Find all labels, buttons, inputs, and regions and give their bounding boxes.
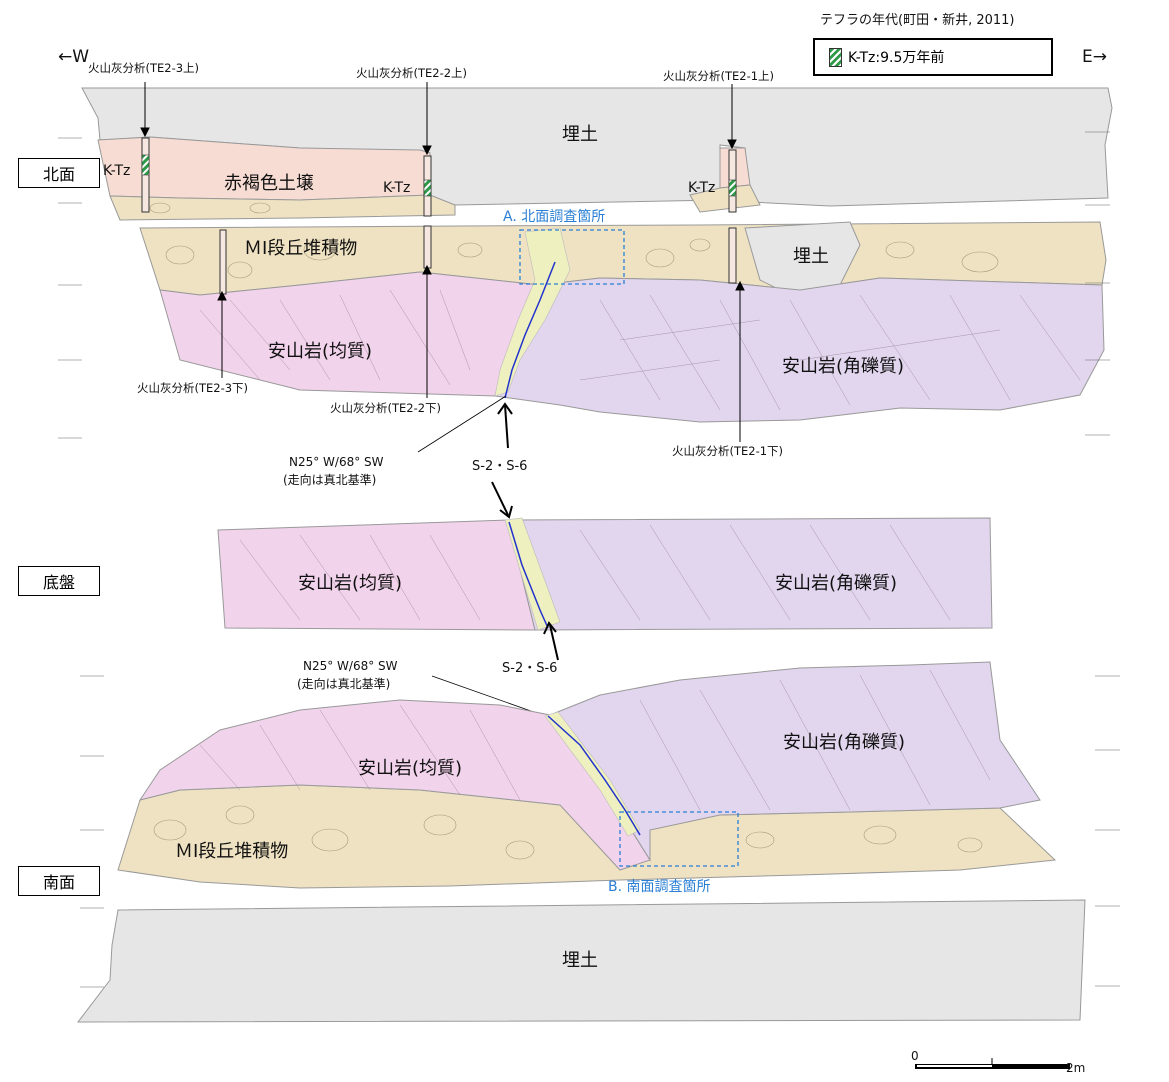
base-andesite-brecciated	[507, 517, 993, 631]
north-upper-gravel	[109, 194, 456, 221]
section-label-south: 南面	[18, 866, 100, 896]
tephra-label-te2-2: K-Tz	[383, 180, 410, 196]
survey-box-south	[619, 811, 739, 867]
tephra-swatch-icon	[829, 47, 842, 67]
north-gravel-texture	[149, 202, 999, 279]
south-fault-zone	[544, 711, 641, 837]
north-andesite-brecciated	[494, 277, 1105, 423]
south-fill-layer	[76, 899, 1086, 1023]
unit-red-soil-north: 赤褐色土壌	[224, 173, 314, 194]
south-andesite-brecciated	[549, 661, 1041, 862]
unit-andesite-homogeneous-south: 安山岩(均質)	[358, 758, 462, 779]
tephra-label-te2-3: K-Tz	[103, 163, 130, 179]
ash-label-te2-1-bottom: 火山灰分析(TE2-1下)	[672, 444, 783, 458]
section-label-base: 底盤	[18, 566, 100, 596]
ash-label-te2-2-top: 火山灰分析(TE2-2上)	[356, 66, 467, 80]
tephra-mark-te2-1	[728, 179, 737, 197]
unit-fill-south: 埋土	[562, 950, 598, 971]
section-label-north-text: 北面	[42, 165, 75, 184]
unit-andesite-homogeneous-north: 安山岩(均質)	[268, 341, 372, 362]
attitude-leader-south	[431, 675, 546, 717]
unit-andesite-brecciated-north: 安山岩(角礫質)	[782, 356, 904, 377]
sample-arrows	[140, 82, 745, 442]
sample-column-te2-1-lower	[728, 227, 737, 284]
ash-label-te2-1-top: 火山灰分析(TE2-1上)	[663, 69, 774, 83]
ash-label-te2-3-top: 火山灰分析(TE2-3上)	[88, 61, 199, 75]
fault-name-north: S-2・S-6	[472, 459, 527, 474]
elevation-ticks-south	[80, 675, 1120, 988]
elevation-ticks-north	[58, 131, 1110, 439]
survey-label-south: B. 南面調査箇所	[608, 878, 711, 895]
tephra-mark-te2-3	[141, 154, 150, 176]
base-fault-line	[508, 521, 549, 629]
south-gravel-texture	[153, 805, 983, 860]
tephra-mark-te2-2	[423, 179, 432, 197]
unit-fill-north-patch: 埋土	[793, 246, 829, 267]
unit-andesite-brecciated-south: 安山岩(角礫質)	[783, 732, 905, 753]
fault-name-south: S-2・S-6	[502, 661, 557, 676]
north-fault-line	[504, 261, 556, 399]
unit-terrace-north: ＭⅠ段丘堆積物	[244, 238, 357, 259]
section-label-south-text: 南面	[42, 873, 75, 892]
legend-item: K-Tz:9.5万年前	[848, 50, 945, 66]
direction-west: ←W	[58, 47, 89, 67]
tephra-label-te2-1: K-Tz	[688, 180, 715, 196]
ash-label-te2-2-bottom: 火山灰分析(TE2-2下)	[330, 401, 441, 415]
unit-andesite-homogeneous-base: 安山岩(均質)	[298, 573, 402, 594]
north-crack-texture	[199, 289, 1081, 411]
sample-column-te2-3-lower	[219, 229, 227, 295]
fault-attitude-north: N25° W/68° SW	[289, 455, 384, 469]
base-fault-zone	[504, 517, 561, 631]
south-fault-line	[547, 715, 641, 836]
unit-fill-north: 埋土	[562, 124, 598, 145]
fault-attitude-south: N25° W/68° SW	[303, 659, 398, 673]
attitude-leader-north	[417, 395, 507, 453]
legend-title: テフラの年代(町田・新井, 2011)	[820, 12, 1015, 28]
base-crack-texture	[239, 524, 951, 621]
ash-label-te2-3-bottom: 火山灰分析(TE2-3下)	[137, 381, 248, 395]
sample-column-te2-2-lower	[423, 225, 432, 269]
north-upper-gravel-east	[689, 184, 761, 213]
section-label-base-text: 底盤	[42, 573, 75, 592]
fault-note-south: (走向は真北基準)	[297, 676, 390, 691]
unit-terrace-south: ＭⅠ段丘堆積物	[175, 841, 288, 862]
south-crack-texture	[199, 669, 991, 811]
scale-bar	[915, 1058, 1070, 1069]
unit-andesite-brecciated-base: 安山岩(角礫質)	[775, 573, 897, 594]
survey-label-north: A. 北面調査箇所	[503, 208, 605, 225]
survey-box-north	[519, 229, 625, 285]
scale-end: 2m	[1066, 1061, 1085, 1075]
fault-arrows	[491, 402, 559, 661]
scale-zero: 0	[911, 1049, 919, 1063]
direction-east: E→	[1082, 47, 1107, 67]
fault-note-north: (走向は真北基準)	[283, 472, 376, 487]
legend-box: K-Tz:9.5万年前	[813, 38, 1053, 76]
section-label-north: 北面	[18, 158, 100, 188]
